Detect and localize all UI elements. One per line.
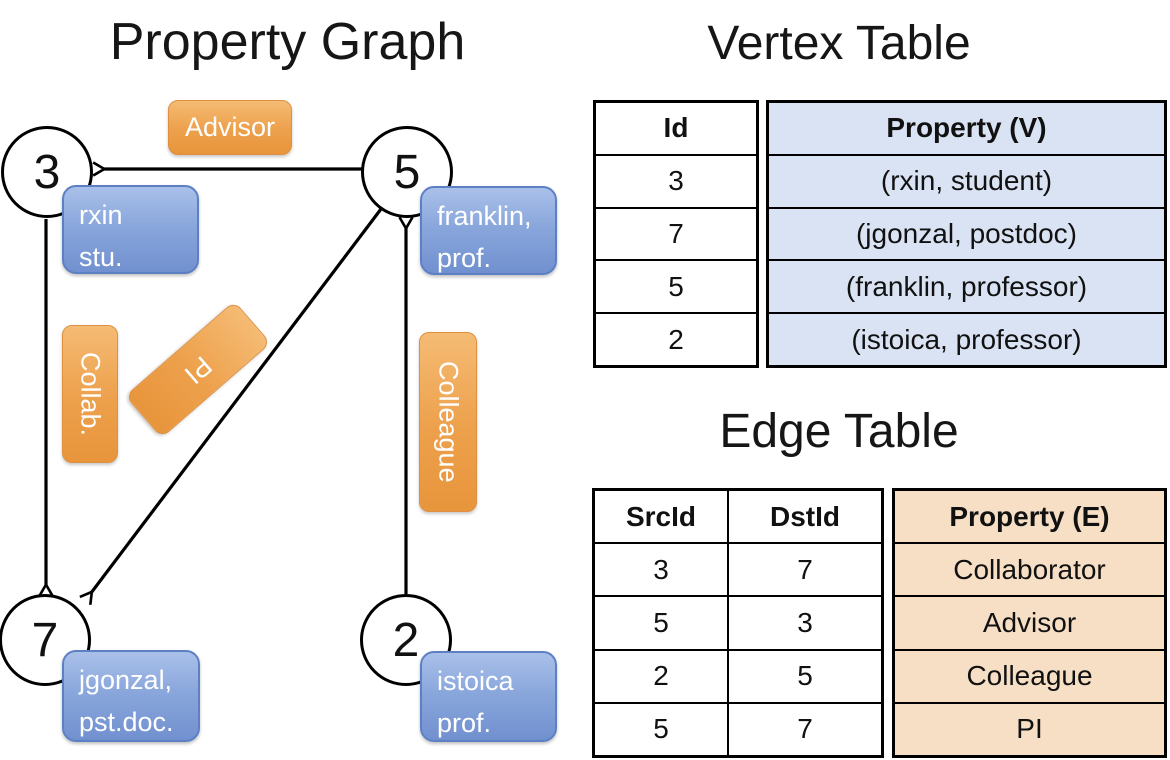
edge-label-colleague: Colleague [419,332,477,512]
edge-label-text: PI [178,350,218,390]
vertex-prop-line1: rxin [79,200,123,230]
edge-property-cell: Collaborator [895,544,1164,598]
edge-srcid-cell: 5 [595,703,729,756]
vertex-property-cell: (jgonzal, postdoc) [769,209,1164,262]
edge-property-cell: Colleague [895,651,1164,704]
edge-srcid-cell: 2 [595,650,729,702]
graph-edges-layer [0,0,585,760]
vertex-prop-box-jgonzal: jgonzal, pst.doc. [62,650,200,742]
graph-node-2: 2 [360,594,452,686]
node-5-id: 5 [393,145,421,199]
edge-dstid-cell: 5 [797,660,813,692]
vertex-prop-line2: pst.doc. [79,706,174,737]
vertex-id-cell: 5 [596,261,756,315]
vertex-table-id-column: Id 3 7 5 2 [593,100,759,368]
edge-dstid-cell: 3 [797,607,813,638]
edge-dstid-cell: 7 [797,713,813,745]
vertex-prop-line2: prof. [437,242,492,273]
vertex-property-cell: (rxin, student) [769,156,1164,209]
node-7-id: 7 [31,613,59,667]
vertex-prop-line2: prof. [437,707,492,738]
edge-label-text: Collab. [75,351,106,437]
vertex-prop-line1: jgonzal, [79,665,173,695]
edge-label-text: Colleague [433,361,464,483]
vertex-table-property-column: Property (V) (rxin, student) (jgonzal, p… [766,100,1167,368]
edge-table-id-columns: SrcId DstId 3 7 5 3 2 5 5 7 [592,488,884,758]
edge-dstid-header: DstId [770,500,840,532]
edge-dstid-cell: 7 [797,553,813,585]
edge-table-title: Edge Table [719,405,959,458]
edge-property-cell: PI [1016,713,1043,745]
vertex-property-cell: (istoica, professor) [851,323,1082,355]
edge-srcid-cell: 3 [595,544,729,596]
vertex-property-cell: (franklin, professor) [769,261,1164,315]
edge-label-advisor: Advisor [168,100,292,155]
edge-srcid-cell: 5 [595,597,729,649]
edge-srcid-header: SrcId [595,491,729,543]
edge-property-header: Property (E) [895,491,1164,545]
vertex-prop-line1: franklin, [437,201,532,231]
vertex-id-header: Id [596,103,756,156]
vertex-table-title: Vertex Table [707,17,971,70]
node-2-id: 2 [392,613,420,667]
property-graph-title: Property Graph [109,13,466,71]
vertex-prop-line1: istoica [437,666,514,696]
vertex-property-header: Property (V) [769,103,1164,156]
vertex-prop-box-franklin: franklin, prof. [420,186,557,275]
vertex-prop-box-rxin: rxin stu. [62,185,199,274]
edge-pi-arrow [91,208,383,593]
vertex-id-cell: 2 [668,323,684,355]
vertex-id-cell: 7 [596,209,756,262]
vertex-id-cell: 3 [596,156,756,209]
vertex-prop-box-istoica: istoica prof. [420,651,557,742]
node-3-id: 3 [33,145,61,199]
edge-table-property-column: Property (E) Collaborator Advisor Collea… [892,488,1167,758]
edge-property-cell: Advisor [895,597,1164,651]
edge-label-text: Advisor [184,112,276,142]
vertex-prop-line2: stu. [79,241,123,272]
edge-label-collab: Collab. [62,325,118,463]
